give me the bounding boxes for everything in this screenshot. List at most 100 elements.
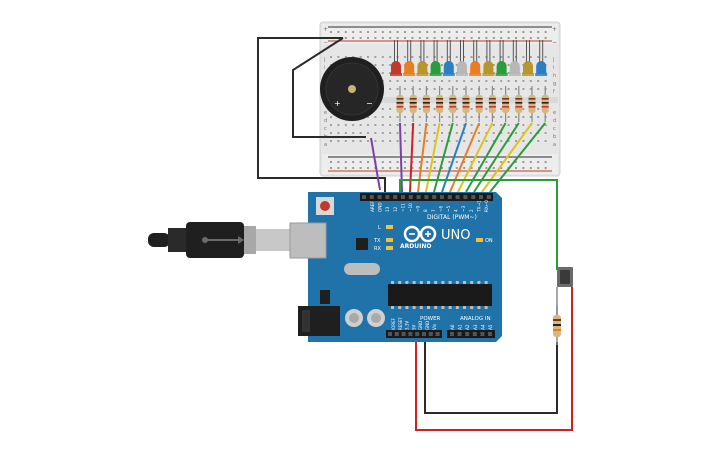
row-letter-right: f xyxy=(553,89,555,95)
row-letter-right: e xyxy=(553,110,556,116)
digital-pin-label: 7 xyxy=(431,209,436,212)
resistor[interactable] xyxy=(528,86,536,122)
piezo-buzzer[interactable]: + − xyxy=(320,57,384,121)
black-wire-ground[interactable] xyxy=(257,37,386,195)
resistor[interactable] xyxy=(475,86,483,122)
digital-pin-label: 2 xyxy=(469,209,474,212)
resistor-row xyxy=(396,86,549,122)
power-pin-label: GND xyxy=(418,321,423,330)
row-letter: i xyxy=(324,65,325,71)
row-letter-right: c xyxy=(553,126,556,132)
on-label: ON xyxy=(485,238,493,244)
led-tx xyxy=(386,238,393,242)
analog-pin-label: A3 xyxy=(473,324,478,330)
resistor[interactable] xyxy=(515,86,523,122)
led-on xyxy=(476,238,483,242)
resistor[interactable] xyxy=(502,86,510,122)
led[interactable] xyxy=(522,40,534,76)
digital-pin-label: ~6 xyxy=(438,205,443,212)
arduino-logo-icon xyxy=(403,225,437,243)
digital-pin-label: ~5 xyxy=(446,205,451,212)
row-letter-right: b xyxy=(553,134,556,140)
digital-pin-label: 8 xyxy=(423,209,428,212)
board-brand: ARDUINO xyxy=(400,243,431,250)
digital-label: DIGITAL (PWM~) xyxy=(427,214,477,221)
buzzer-plus-label: + xyxy=(334,99,341,108)
digital-pin-label: RX←0 xyxy=(484,200,489,212)
analog-header xyxy=(447,330,495,338)
resistor[interactable] xyxy=(488,86,496,122)
power-pin-label: GND xyxy=(425,321,430,330)
led[interactable] xyxy=(403,40,416,76)
board-model: UNO xyxy=(441,228,470,243)
rail-minus-label-right: − xyxy=(552,39,557,46)
row-letter-right: d xyxy=(553,118,556,124)
led[interactable] xyxy=(508,40,521,76)
green-wire-button[interactable] xyxy=(399,179,558,270)
black-wire-bottom[interactable] xyxy=(424,333,558,414)
analog-pin-label: A2 xyxy=(465,324,470,330)
pulldown-resistor[interactable] xyxy=(553,305,561,345)
red-wire-bottom[interactable] xyxy=(415,287,573,431)
row-letter: d xyxy=(324,118,327,124)
analog-pin-label: A1 xyxy=(458,324,463,330)
led[interactable] xyxy=(456,40,468,76)
purple-wire[interactable] xyxy=(370,137,381,191)
rail-plus-label-right: + xyxy=(552,26,557,33)
resistor[interactable] xyxy=(396,86,404,122)
black-wire-buzzer[interactable] xyxy=(292,37,366,138)
row-letter: e xyxy=(324,110,327,116)
digital-pin-label: ~3 xyxy=(461,205,466,212)
led-l xyxy=(386,225,393,229)
tx-label: TX xyxy=(373,238,381,244)
resistor[interactable] xyxy=(449,86,457,122)
power-header xyxy=(386,330,442,338)
led[interactable] xyxy=(495,40,508,76)
power-pin-label: Vin xyxy=(432,323,437,330)
led-row xyxy=(390,40,548,76)
resistor[interactable] xyxy=(436,86,444,122)
led[interactable] xyxy=(429,40,442,76)
digital-pin-label: ~10 xyxy=(408,203,413,212)
resistor[interactable] xyxy=(541,86,549,122)
analog-pin-label: A0 xyxy=(450,324,455,330)
power-label: POWER xyxy=(420,316,441,322)
digital-pin-label: ~9 xyxy=(416,205,421,212)
led[interactable] xyxy=(390,40,402,76)
digital-pin-label: AREF xyxy=(370,201,375,212)
reset-button[interactable] xyxy=(320,201,330,211)
power-pin-label: 3.3V xyxy=(405,321,410,330)
push-button[interactable] xyxy=(556,267,573,315)
row-letter: c xyxy=(324,126,327,132)
power-pin-label: IOREF xyxy=(391,317,396,330)
row-letter: j xyxy=(323,57,325,63)
l-label: L xyxy=(378,225,381,231)
power-pin-label: RESET xyxy=(398,317,403,330)
row-letter-right: i xyxy=(553,65,554,71)
rail-plus-label: + xyxy=(323,26,328,33)
power-pin-label: 5V xyxy=(411,324,416,330)
row-letter-right: a xyxy=(553,142,556,148)
digital-pin-label: 4 xyxy=(454,209,459,212)
led[interactable] xyxy=(442,40,455,76)
digital-pin-label: 12 xyxy=(393,206,398,212)
resistor[interactable] xyxy=(422,86,430,122)
digital-pin-label: 13 xyxy=(385,206,390,212)
led[interactable] xyxy=(469,40,482,76)
row-letter-right: g xyxy=(553,81,556,87)
mcu-chip-pins xyxy=(391,281,488,309)
buzzer-minus-label: − xyxy=(366,99,373,108)
led[interactable] xyxy=(535,40,548,76)
row-letter-right: j xyxy=(552,57,554,63)
led[interactable] xyxy=(416,40,429,76)
resistor[interactable] xyxy=(409,86,417,122)
resistor[interactable] xyxy=(462,86,470,122)
led[interactable] xyxy=(482,40,495,76)
analog-label: ANALOG IN xyxy=(460,316,491,322)
rail-minus-label: − xyxy=(323,39,328,46)
usb-cable[interactable] xyxy=(148,222,290,258)
